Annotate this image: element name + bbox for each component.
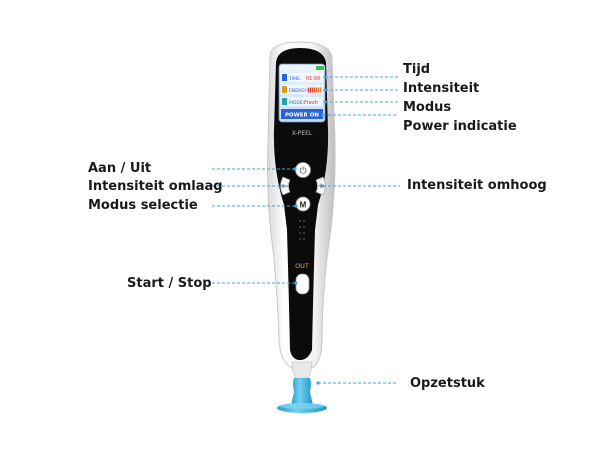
label-intensiteit-omlaag: Intensiteit omlaag [88, 179, 223, 194]
energy-level-bars [308, 87, 322, 93]
label-opzetstuk: Opzetstuk [410, 376, 485, 391]
power-status-bar [281, 109, 323, 119]
tip-attachment [291, 378, 313, 405]
label-aan-uit: Aan / Uit [88, 161, 152, 176]
screen-energy-label: ENERGY: [289, 88, 308, 94]
energy-icon [282, 86, 287, 93]
mode-icon [282, 98, 287, 105]
device-neck [291, 361, 313, 379]
start-stop-button[interactable] [295, 273, 310, 295]
screen-time-value: 01:00 [306, 76, 320, 82]
label-power-indicatie: Power indicatie [403, 119, 517, 134]
leader-lines [212, 76, 400, 384]
time-icon [282, 74, 287, 81]
label-modus: Modus [403, 100, 452, 115]
label-start-stop: Start / Stop [127, 276, 212, 291]
vent-dots [299, 220, 305, 240]
minus-button[interactable] [280, 176, 291, 196]
mode-button[interactable] [295, 196, 311, 212]
label-tijd: Tijd [403, 62, 431, 77]
power-icon: ⏻ [299, 166, 306, 176]
label-intensiteit: Intensiteit [403, 81, 480, 96]
out-label: OUT [295, 262, 309, 270]
screen-mode-label: MODE: [289, 100, 304, 106]
plus-button[interactable] [315, 176, 326, 196]
screen-power-status: POWER ON [285, 113, 319, 119]
plus-icon: + [318, 181, 323, 191]
label-modus-selectie: Modus selectie [88, 198, 198, 213]
battery-icon [316, 66, 324, 70]
leader-dots [281, 75, 327, 385]
brand-label: X-PEEL [292, 130, 313, 137]
screen-time-label: TIME: [288, 76, 301, 82]
mode-icon-letter: M [300, 201, 307, 210]
label-intensiteit-omhoog: Intensiteit omhoog [407, 178, 547, 193]
screen-mode-value: Fresh [304, 100, 318, 106]
minus-icon: − [283, 181, 288, 191]
